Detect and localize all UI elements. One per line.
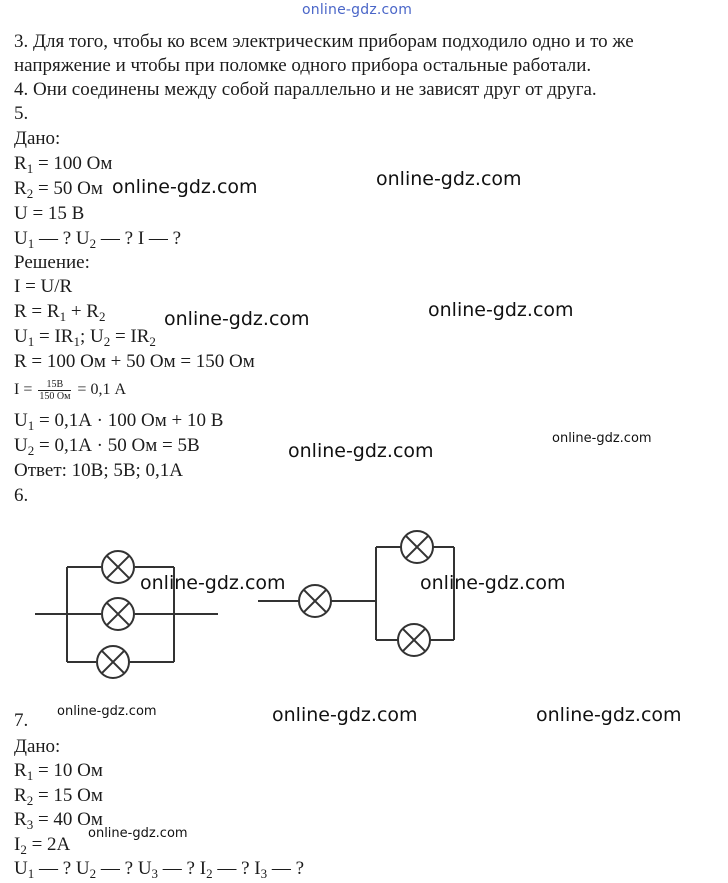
watermark: online-gdz.com [552,431,652,446]
site-header-link[interactable]: online-gdz.com [302,2,413,18]
answer-3-line-2: напряжение и чтобы при поломке одного пр… [14,55,592,76]
watermark: online-gdz.com [140,572,286,594]
watermark: online-gdz.com [272,704,418,726]
watermark: online-gdz.com [536,704,682,726]
find-line: U1 — ? U2 — ? I — ? [14,228,182,251]
find-line-7: U1 — ? U2 — ? U3 — ? I2 — ? I3 — ? [14,858,305,881]
formula-voltages: U1 = IR1; U2 = IR2 [14,326,156,349]
formula-ohm: I = U/R [14,276,73,297]
given-r3-7: R3 = 40 Ом [14,809,103,832]
calc-r: R = 100 Ом + 50 Ом = 150 Ом [14,351,255,372]
given-heading-7: Дано: [14,736,61,757]
circuit-diagrams [35,530,455,679]
answer-3-line-1: 3. Для того, чтобы ко всем электрическим… [14,31,634,52]
answer-5: Ответ: 10В; 5В; 0,1А [14,460,184,481]
watermark: online-gdz.com [57,704,157,719]
solution-heading: Решение: [14,252,90,273]
lamp-icon [101,550,135,584]
given-heading: Дано: [14,128,61,149]
given-r2: R2 = 50 Ом [14,178,103,201]
calc-u1: U1 = 0,1А · 100 Ом + 10 В [14,410,224,433]
watermark: online-gdz.com [112,176,258,198]
task-7-number: 7. [14,710,29,731]
lamp-icon [96,645,130,679]
lamp-icon [400,530,434,564]
fraction-denominator: 150 Ом [39,391,71,402]
formula-series-r: R = R1 + R2 [14,301,106,324]
task-5-number: 5. [14,103,29,124]
given-i2-7: I2 = 2А [14,834,71,857]
calc-u2: U2 = 0,1А · 50 Ом = 5В [14,435,200,458]
lamp-icon [298,584,332,618]
task-6-number: 6. [14,485,29,506]
watermark: online-gdz.com [288,440,434,462]
watermark: online-gdz.com [164,308,310,330]
lamp-icon [101,597,135,631]
watermark: online-gdz.com [376,168,522,190]
given-r1: R1 = 100 Ом [14,153,113,176]
fraction-numerator: 15В [38,379,72,391]
given-r2-7: R2 = 15 Ом [14,785,103,808]
given-u: U = 15 В [14,203,85,224]
mixed-circuit-lamps [258,546,455,641]
watermark: online-gdz.com [88,826,188,841]
parallel-circuit-three-lamps [35,566,218,663]
watermark: online-gdz.com [420,572,566,594]
watermark: online-gdz.com [428,299,574,321]
lamp-icon [397,623,431,657]
given-r1-7: R1 = 10 Ом [14,760,103,783]
answer-4: 4. Они соединены между собой параллельно… [14,79,597,100]
